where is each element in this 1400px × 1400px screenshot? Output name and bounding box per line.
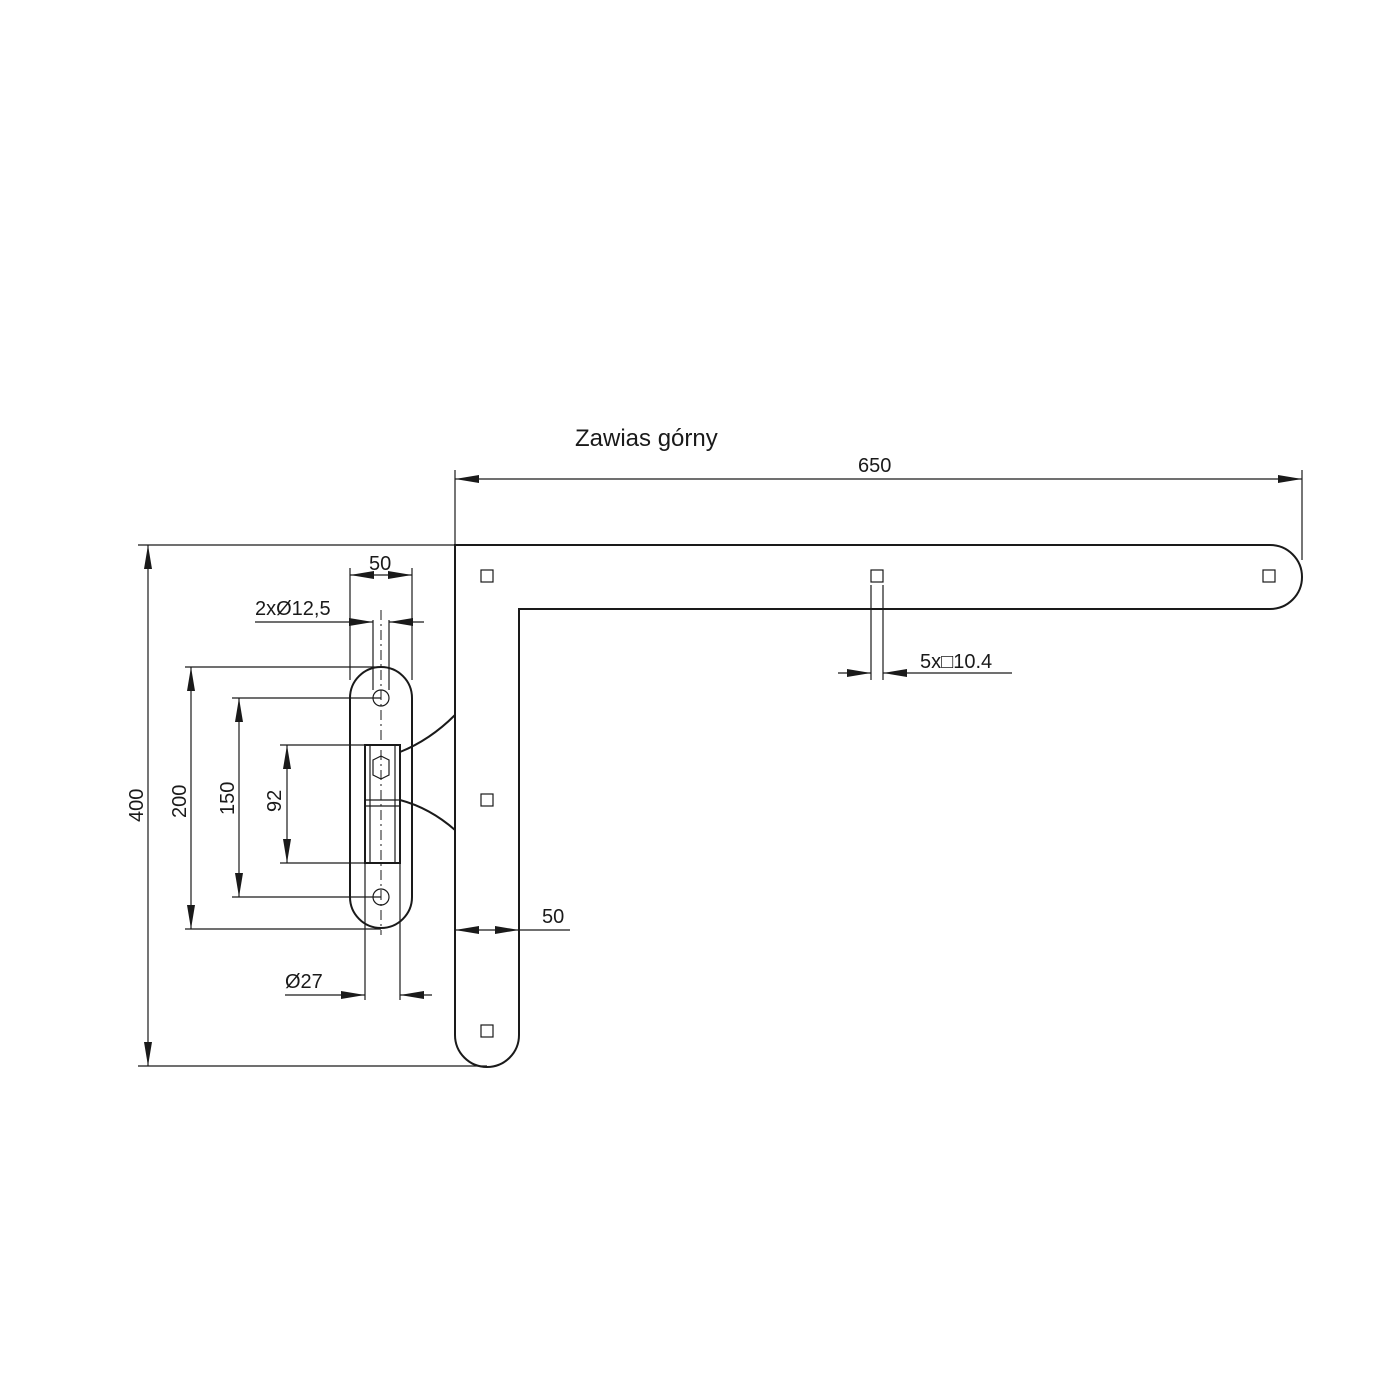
dim-pin-diameter: Ø27: [285, 863, 432, 1000]
dim-hole-spacing-outer: 200: [169, 666, 381, 930]
dim-bolt-holes: 2xØ12,5: [255, 598, 424, 690]
square-hole: [480, 793, 494, 807]
hinge-strap: [454, 544, 1303, 1068]
dim-square-holes-label: 5x□10.4: [920, 651, 992, 673]
dim-height: 400: [126, 544, 487, 1067]
dim-hole-spacing: 150: [217, 697, 381, 898]
dim-pin-length: 92: [264, 744, 381, 864]
dim-square-holes: 5x□10.4: [838, 585, 1012, 680]
drawing-title: Zawias górny: [575, 425, 718, 452]
dim-plate-width-label: 50: [369, 553, 391, 575]
dim-pin-length-label: 92: [264, 790, 286, 812]
dim-length-label: 650: [858, 455, 891, 477]
dim-hole-spacing-outer-label: 200: [169, 785, 191, 818]
square-hole: [870, 569, 884, 583]
dim-pin-diameter-label: Ø27: [285, 971, 323, 993]
dim-hole-spacing-label: 150: [217, 782, 239, 815]
square-hole: [1262, 569, 1276, 583]
dim-length: 650: [454, 455, 1303, 560]
dim-strap-width: 50: [455, 906, 570, 934]
dim-strap-width-label: 50: [542, 906, 564, 928]
square-hole: [480, 569, 494, 583]
square-hole: [480, 1024, 494, 1038]
dim-bolt-holes-label: 2xØ12,5: [255, 598, 331, 620]
pin-plate: [349, 610, 456, 935]
dim-height-label: 400: [126, 789, 148, 822]
